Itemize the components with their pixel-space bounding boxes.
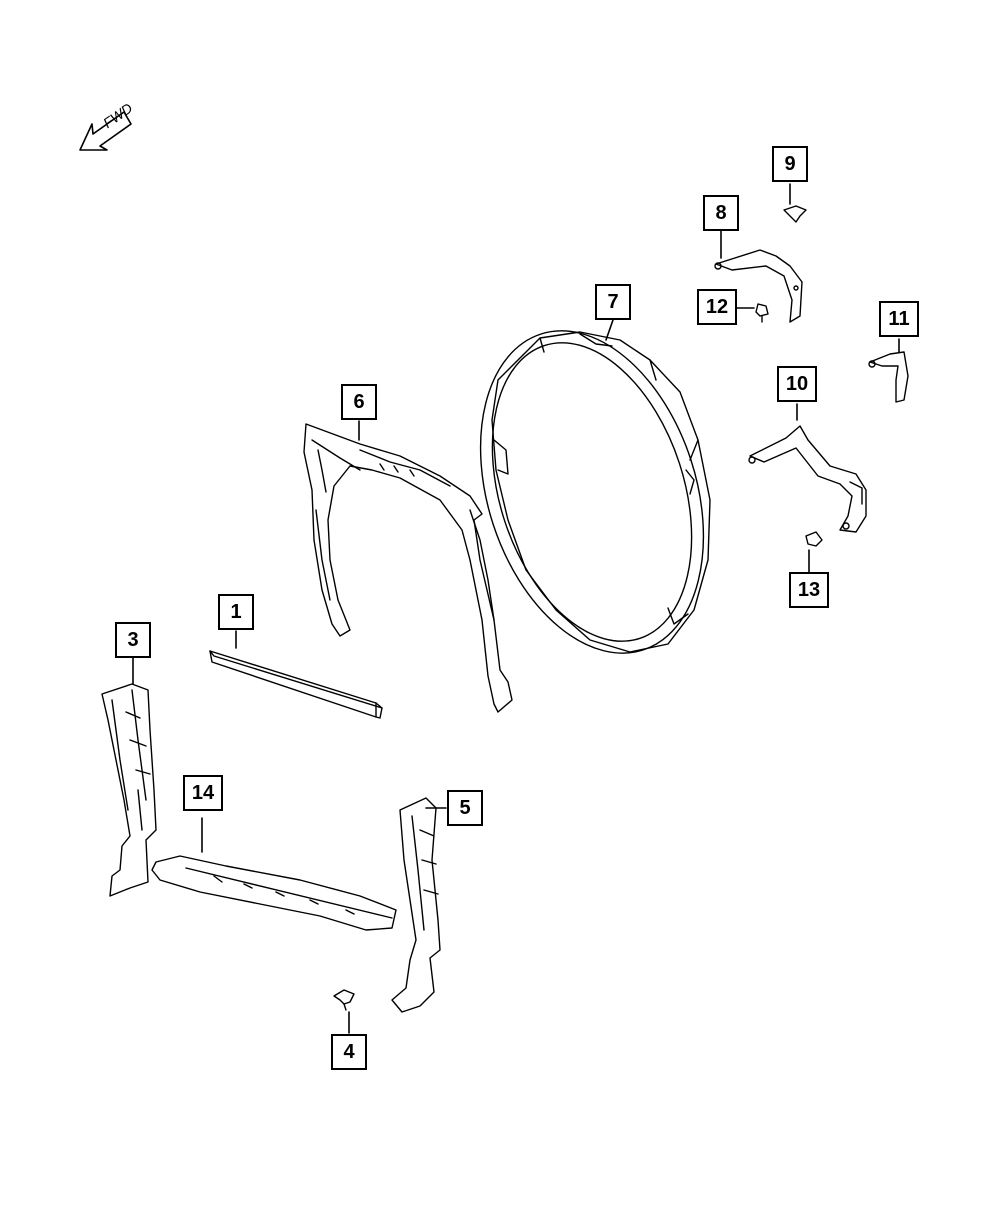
part-7-fan-shroud <box>479 330 711 654</box>
leader-lines <box>132 183 900 1034</box>
callout-14[interactable]: 14 <box>183 775 223 811</box>
part-12-bolt <box>755 303 769 323</box>
callout-7[interactable]: 7 <box>595 284 631 320</box>
callout-4[interactable]: 4 <box>331 1034 367 1070</box>
callout-8[interactable]: 8 <box>703 195 739 231</box>
part-11-hose <box>868 351 909 403</box>
callout-6[interactable]: 6 <box>341 384 377 420</box>
part-13-nut <box>805 531 823 547</box>
part-8-bracket-tube <box>714 249 803 323</box>
forward-arrow-icon <box>79 111 132 151</box>
callout-1[interactable]: 1 <box>218 594 254 630</box>
callout-11[interactable]: 11 <box>879 301 919 337</box>
part-10-hose-bracket <box>748 425 867 533</box>
callout-9[interactable]: 9 <box>772 146 808 182</box>
callout-12[interactable]: 12 <box>697 289 737 325</box>
callout-10[interactable]: 10 <box>777 366 817 402</box>
callout-3[interactable]: 3 <box>115 622 151 658</box>
part-3-left-air-guide <box>101 683 157 897</box>
part-1-seal-strip <box>209 650 383 719</box>
part-5-right-air-guide <box>391 797 441 1013</box>
part-14-lower-deflector <box>151 855 397 931</box>
callout-5[interactable]: 5 <box>447 790 483 826</box>
part-4-push-pin <box>333 989 355 1011</box>
callout-13[interactable]: 13 <box>789 572 829 608</box>
part-9-push-pin <box>783 205 807 223</box>
part-6-shroud-frame <box>303 423 513 713</box>
